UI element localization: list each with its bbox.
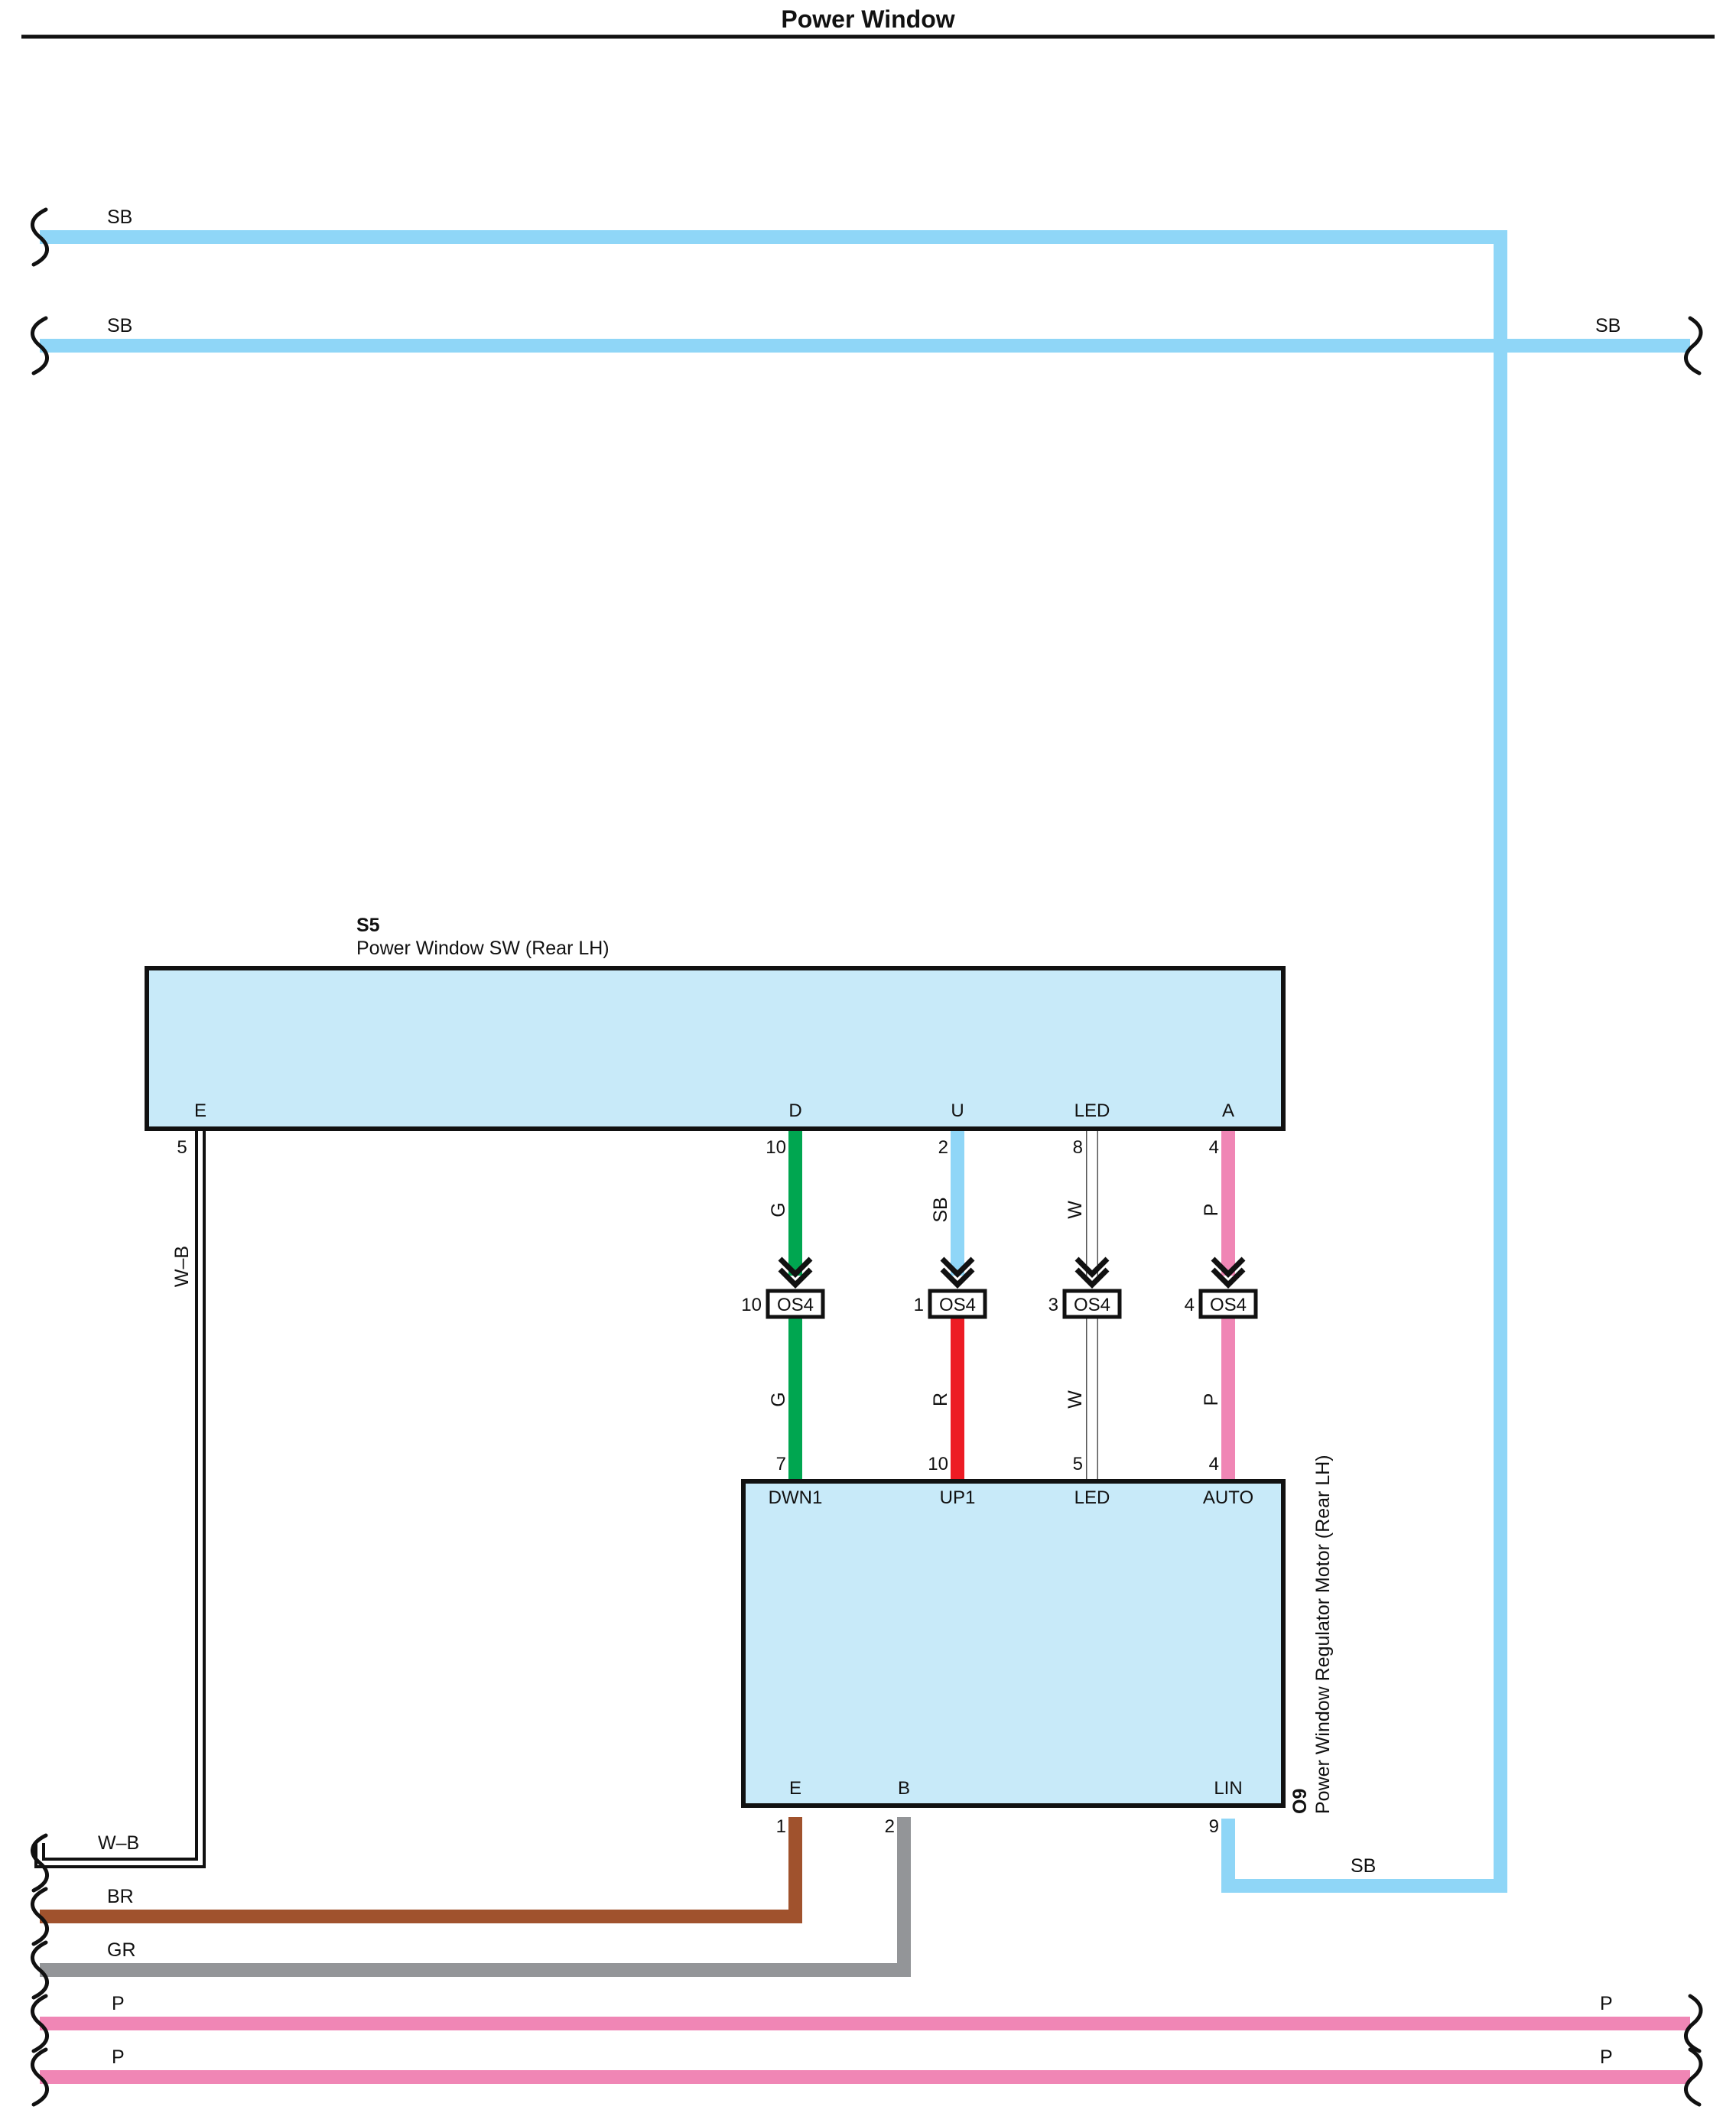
connector-name: OS4 <box>777 1295 814 1315</box>
motor-pin-num-b: 2 <box>885 1816 895 1837</box>
connector-os4-group <box>766 1289 1258 1319</box>
chevron-icon <box>1074 1267 1110 1289</box>
break-icon <box>31 207 49 267</box>
chevron-icon <box>1074 1256 1110 1278</box>
connector-box <box>1198 1289 1258 1319</box>
motor-pin-label-b: B <box>898 1778 910 1799</box>
break-icon <box>31 1994 49 2053</box>
break-icon <box>31 2047 49 2107</box>
break-icon <box>1684 316 1703 375</box>
motor-pin-label-lin: LIN <box>1214 1778 1242 1799</box>
connector-box <box>1062 1289 1122 1319</box>
wire-label-w-lower: W <box>1065 1390 1086 1409</box>
wire-label-g-lower: G <box>768 1392 789 1406</box>
wire-sb-top <box>40 230 1507 1893</box>
wire-label-sb-top: SB <box>107 206 132 228</box>
switch-pin-num-d: 10 <box>766 1137 786 1158</box>
switch-name: Power Window SW (Rear LH) <box>356 938 610 959</box>
wire-label-p1-right: P <box>1600 1993 1613 2014</box>
wire-label-br: BR <box>107 1886 134 1907</box>
wire-label-wb-left: W–B <box>98 1832 139 1854</box>
wire-label-p2-right: P <box>1600 2046 1613 2068</box>
switch-pin-num-a: 4 <box>1209 1137 1219 1158</box>
motor-pin-num-auto: 4 <box>1209 1454 1219 1474</box>
break-icon <box>31 1887 49 1946</box>
switch-pin-num-led: 8 <box>1073 1137 1083 1158</box>
wire-sb-group <box>40 230 1690 1893</box>
connector-pin-num: 3 <box>1048 1295 1058 1315</box>
page-title: Power Window <box>781 5 954 33</box>
connector-chevrons <box>778 1256 1246 1289</box>
connector-name: OS4 <box>939 1295 976 1315</box>
connector-box <box>928 1289 987 1319</box>
wire-gr <box>40 1817 911 1977</box>
chevron-icon <box>1211 1267 1246 1289</box>
switch-pin-num-u: 2 <box>938 1137 948 1158</box>
connector-pin-num: 4 <box>1185 1295 1195 1315</box>
wire-label-g-upper: G <box>768 1202 789 1217</box>
wire-label-sb-upper: SB <box>930 1197 951 1222</box>
break-icon <box>31 1833 49 1893</box>
switch-pin-num-e: 5 <box>177 1137 187 1158</box>
wire-br <box>40 1817 802 1923</box>
wire-label-p-upper: P <box>1201 1204 1222 1217</box>
motor-pin-num-up1: 10 <box>928 1454 948 1474</box>
switch-pin-label-u: U <box>951 1100 964 1121</box>
chevron-icon <box>940 1267 975 1289</box>
motor-name: Power Window Regulator Motor (Rear LH) <box>1312 1455 1334 1814</box>
motor-pin-num-dwn1: 7 <box>776 1454 786 1474</box>
wire-label-p2-left: P <box>112 2046 125 2068</box>
switch-pin-label-e: E <box>194 1100 206 1121</box>
wire-label-r-lower: R <box>930 1393 951 1406</box>
break-icon <box>31 316 49 375</box>
chevron-icon <box>1211 1256 1246 1278</box>
motor-code: O9 <box>1289 1789 1311 1814</box>
motor-pin-num-e: 1 <box>776 1816 786 1837</box>
switch-pin-label-a: A <box>1222 1100 1234 1121</box>
motor-pin-label-up1: UP1 <box>940 1487 976 1508</box>
wire-label-gr: GR <box>107 1939 136 1961</box>
motor-pin-num-lin: 9 <box>1209 1816 1219 1837</box>
wire-label-p-lower: P <box>1201 1393 1222 1406</box>
wire-label-sb-second-left: SB <box>107 315 132 336</box>
motor-pin-label-e: E <box>789 1778 801 1799</box>
connector-pin-num: 1 <box>914 1295 924 1315</box>
chevron-icon <box>778 1256 813 1278</box>
wire-wb <box>34 1131 206 1868</box>
break-icon <box>1684 2047 1703 2107</box>
connector-box <box>766 1289 825 1319</box>
switch-box <box>145 966 1286 1131</box>
motor-box <box>741 1479 1286 1808</box>
motor-pin-label-auto: AUTO <box>1203 1487 1253 1508</box>
switch-pin-label-led: LED <box>1074 1100 1110 1121</box>
wire-label-sb-lin: SB <box>1351 1855 1376 1877</box>
motor-pin-label-led: LED <box>1074 1487 1110 1508</box>
switch-code: S5 <box>356 915 380 936</box>
break-icon <box>31 1940 49 2000</box>
wire-label-wb-vertical: W–B <box>171 1246 193 1287</box>
connector-pin-num: 10 <box>741 1295 762 1315</box>
wire-label-sb-second-right: SB <box>1595 315 1621 336</box>
wire-label-p1-left: P <box>112 1993 125 2014</box>
chevron-icon <box>940 1256 975 1278</box>
switch-pin-label-d: D <box>788 1100 801 1121</box>
motor-pin-num-led: 5 <box>1073 1454 1083 1474</box>
motor-pin-label-dwn1: DWN1 <box>769 1487 823 1508</box>
chevron-icon <box>778 1267 813 1289</box>
wire-break-marks <box>31 207 1703 2107</box>
connector-name: OS4 <box>1210 1295 1247 1315</box>
wire-label-w-upper: W <box>1065 1201 1086 1219</box>
break-icon <box>1684 1994 1703 2053</box>
connector-name: OS4 <box>1074 1295 1110 1315</box>
